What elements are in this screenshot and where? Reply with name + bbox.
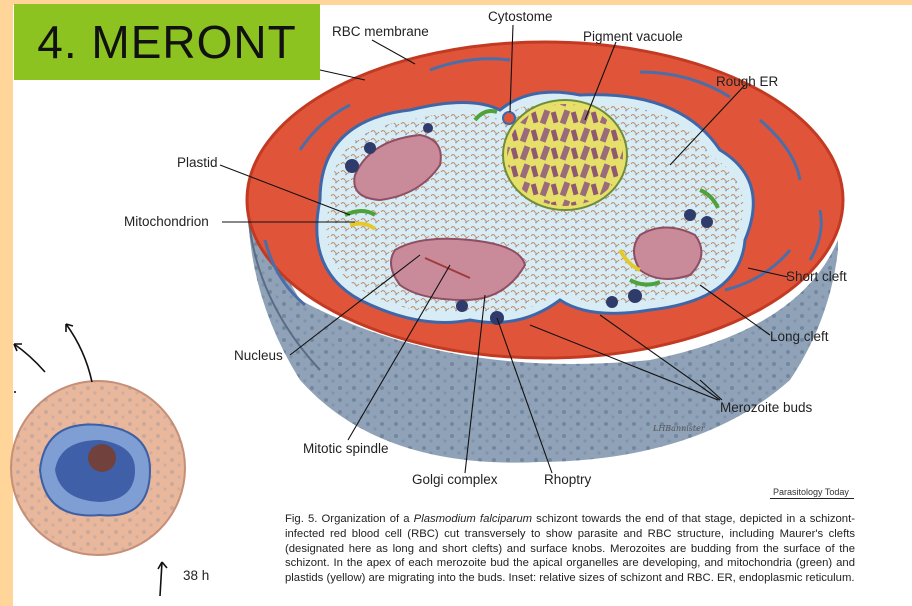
label-rbc-membrane: RBC membrane bbox=[332, 24, 429, 39]
label-mitochondrion: Mitochondrion bbox=[124, 214, 209, 229]
label-pigment-vacuole: Pigment vacuole bbox=[583, 29, 683, 44]
label-mitotic-spindle: Mitotic spindle bbox=[303, 441, 389, 456]
inset-rbc bbox=[11, 381, 185, 555]
label-merozoite-buds: Merozoite buds bbox=[720, 400, 812, 415]
artist-signature: LHBannister bbox=[653, 424, 705, 433]
label-golgi-complex: Golgi complex bbox=[412, 472, 498, 487]
label-short-cleft: Short cleft bbox=[786, 269, 847, 284]
label-rhoptry: Rhoptry bbox=[544, 472, 591, 487]
journal-credit: Parasitology Today bbox=[773, 487, 849, 497]
inset-time-label: 38 h bbox=[183, 568, 209, 583]
label-nucleus: Nucleus bbox=[234, 348, 283, 363]
label-long-cleft: Long cleft bbox=[770, 329, 829, 344]
credit-rule bbox=[770, 498, 854, 499]
label-plastid: Plastid bbox=[177, 155, 218, 170]
label-rough-er: Rough ER bbox=[716, 74, 778, 89]
figure-caption: Fig. 5. Organization of a Plasmodium fal… bbox=[285, 512, 855, 586]
caption-species: Plasmodium falciparum bbox=[414, 513, 532, 525]
pigment-vacuole bbox=[503, 100, 627, 210]
caption-text-before: Organization of a bbox=[322, 513, 410, 525]
caption-figure-number: Fig. 5. bbox=[285, 513, 317, 525]
stage-title: 4. MERONT bbox=[14, 4, 320, 80]
label-cytostome: Cytostome bbox=[488, 9, 553, 24]
